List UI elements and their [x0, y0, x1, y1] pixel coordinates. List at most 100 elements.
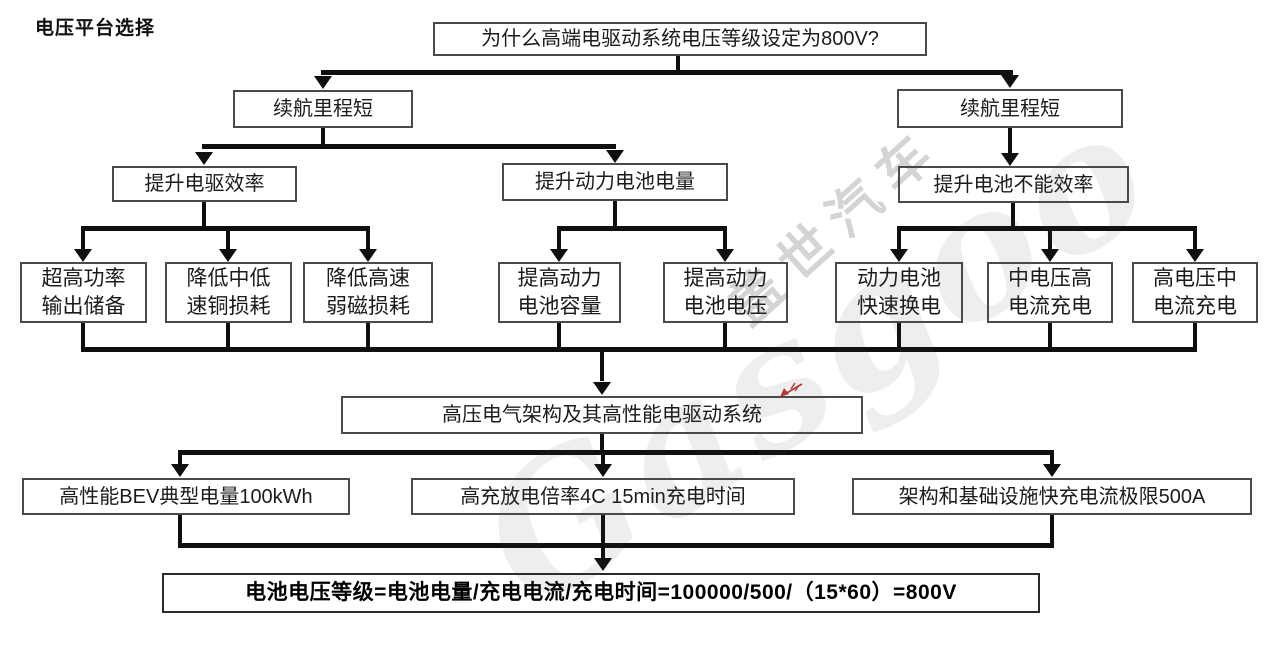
node-formula: 电池电压等级=电池电量/充电电流/充电时间=100000/500/（15*60）… [162, 573, 1040, 613]
arrowhead-down [1001, 153, 1019, 166]
leaf-line1: 动力电池 [857, 267, 941, 291]
node-leaf-high-voltage-mid-current-charging: 高电压中 电流充电 [1132, 262, 1258, 323]
flow-line [676, 56, 680, 72]
node-leaf-reduce-mid-low-speed-copper-loss: 降低中低 速铜损耗 [165, 262, 292, 323]
node-leaf-battery-fast-swap: 动力电池 快速换电 [835, 262, 963, 323]
flow-line [202, 202, 206, 230]
arrowhead-down [594, 558, 612, 571]
arrowhead-down [314, 76, 332, 89]
node-improve-energy-label: 提升动力电池电量 [535, 171, 695, 193]
flow-line [557, 323, 561, 352]
node-improve-drive-label: 提升电驱效率 [144, 173, 265, 195]
flow-line [1050, 455, 1054, 465]
arrowhead-down [195, 152, 213, 165]
leaf-line2: 电池电压 [683, 294, 768, 318]
flow-line [366, 231, 370, 250]
flow-line [202, 144, 616, 149]
flow-line [1011, 203, 1015, 230]
node-factor-charge-rate: 高充放电倍率4C 15min充电时间 [411, 478, 795, 515]
leaf-line2: 电流充电 [1008, 294, 1092, 318]
arrowhead-down [359, 249, 377, 262]
flow-line [1193, 323, 1197, 352]
leaf-line2: 输出储备 [41, 294, 126, 318]
node-improve-battery-refuel-efficiency: 提升电池不能效率 [898, 166, 1129, 203]
flow-line [1050, 515, 1054, 547]
leaf-line2: 弱磁损耗 [326, 294, 410, 318]
flow-line [557, 226, 727, 231]
flow-line [1008, 128, 1012, 154]
arrowhead-down [593, 382, 611, 395]
flow-line [226, 231, 230, 250]
flow-line [897, 231, 901, 250]
flow-line [897, 226, 1197, 231]
arrowhead-down [1043, 464, 1061, 477]
flow-line [1048, 231, 1052, 250]
flow-line [557, 231, 561, 250]
node-factor-charge-rate-label: 高充放电倍率4C 15min充电时间 [460, 485, 746, 508]
leaf-line2: 快速换电 [857, 294, 941, 318]
node-hv-architecture: 高压电气架构及其高性能电驱动系统 [341, 396, 863, 434]
flow-line [81, 231, 85, 250]
node-factor-bev-energy-label: 高性能BEV典型电量100kWh [59, 485, 313, 508]
leaf-line2: 速铜损耗 [186, 294, 271, 318]
node-question: 为什么高端电驱动系统电压等级设定为800V? [433, 22, 927, 56]
flow-line [178, 543, 1054, 548]
flow-line [600, 434, 604, 454]
node-factor-bev-energy: 高性能BEV典型电量100kWh [22, 478, 350, 515]
node-leaf-increase-battery-capacity: 提高动力 电池容量 [498, 262, 621, 323]
flow-line [81, 323, 85, 352]
arrowhead-down [594, 464, 612, 477]
node-leaf-increase-battery-voltage: 提高动力 电池电压 [663, 262, 788, 323]
flow-line [601, 515, 605, 547]
node-range-left-label: 续航里程短 [273, 98, 373, 120]
red-annotation-mark [780, 382, 803, 397]
node-range-right: 续航里程短 [897, 89, 1123, 128]
flow-line [226, 323, 230, 352]
arrowhead-down [716, 249, 734, 262]
node-range-left: 续航里程短 [233, 90, 413, 128]
arrowhead-down [171, 464, 189, 477]
flow-line [81, 347, 1197, 352]
arrowhead-down [1041, 249, 1059, 262]
flow-line [321, 70, 1013, 75]
flow-line [1193, 231, 1197, 250]
node-leaf-reduce-high-speed-field-weakening-loss: 降低高速 弱磁损耗 [303, 262, 433, 323]
flow-line [600, 352, 604, 381]
leaf-line2: 电流充电 [1153, 294, 1237, 318]
leaf-line1: 超高功率 [41, 267, 126, 291]
diagram-title: 电压平台选择 [35, 18, 156, 39]
arrowhead-down [606, 150, 624, 163]
node-factor-current-limit-label: 架构和基础设施快充电流极限500A [898, 485, 1206, 508]
flow-line [178, 450, 1054, 455]
arrowhead-down [1001, 75, 1019, 88]
leaf-line2: 电池容量 [517, 294, 602, 318]
leaf-line1: 提高动力 [517, 267, 602, 291]
leaf-line1: 降低高速 [326, 267, 410, 291]
leaf-line1: 提高动力 [683, 267, 768, 291]
leaf-line1: 高电压中 [1153, 267, 1237, 291]
flow-line [723, 231, 727, 250]
arrowhead-down [74, 249, 92, 262]
watermark-en: Gasgoo [444, 66, 1189, 649]
node-improve-battery-energy: 提升动力电池电量 [502, 163, 728, 201]
flow-line [897, 323, 901, 352]
flow-line [601, 548, 605, 558]
node-leaf-mid-voltage-high-current-charging: 中电压高 电流充电 [987, 262, 1113, 323]
flow-line [723, 323, 727, 352]
arrowhead-down [550, 249, 568, 262]
node-factor-current-limit: 架构和基础设施快充电流极限500A [852, 478, 1252, 515]
flow-line [178, 515, 182, 547]
node-question-label: 为什么高端电驱动系统电压等级设定为800V? [481, 28, 879, 50]
flow-line [601, 455, 605, 465]
node-formula-label: 电池电压等级=电池电量/充电电流/充电时间=100000/500/（15*60）… [245, 581, 957, 605]
flow-line [81, 226, 370, 231]
flow-line [613, 201, 617, 230]
flow-line [366, 323, 370, 352]
flow-line [178, 455, 182, 465]
flow-line [321, 128, 325, 148]
leaf-line1: 中电压高 [1008, 267, 1092, 291]
node-range-right-label: 续航里程短 [960, 97, 1060, 120]
flow-line [1048, 323, 1052, 352]
arrowhead-down [1186, 249, 1204, 262]
